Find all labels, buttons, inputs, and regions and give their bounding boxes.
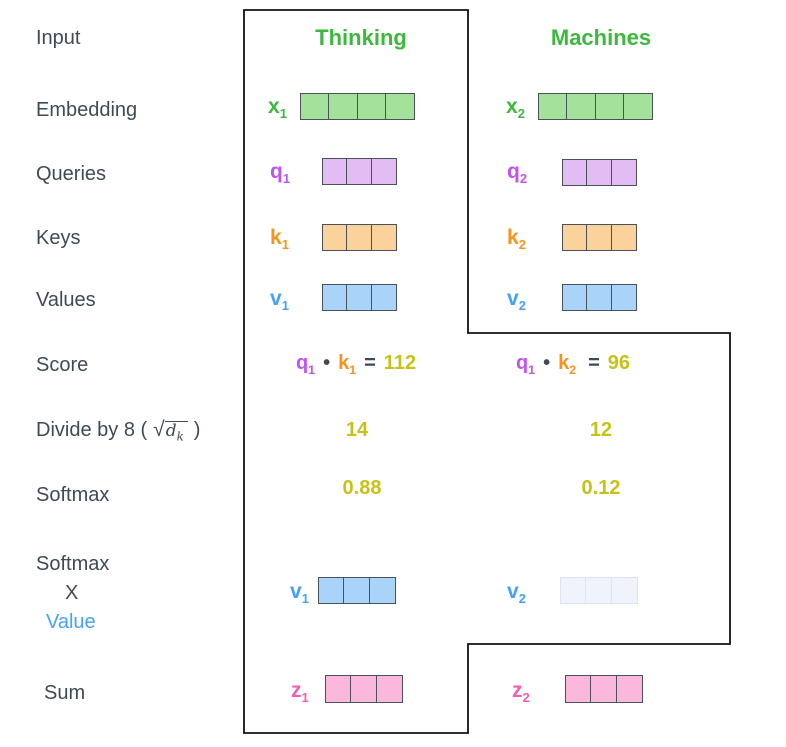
label-softmax-x-value: Softmax X Value xyxy=(36,550,109,637)
softmax-x-value-v1-vector xyxy=(318,577,396,604)
outline-polygon xyxy=(243,9,731,734)
k2-key-vector xyxy=(562,224,637,251)
column-header-machines: Machines xyxy=(550,25,652,50)
label-sum: Sum xyxy=(44,682,86,704)
dk-math: dk xyxy=(164,421,188,444)
label-score: Score xyxy=(36,354,89,376)
dot-operator-icon: • xyxy=(323,352,331,374)
v1-value-vector xyxy=(322,284,397,311)
q2-query-vector xyxy=(562,159,637,186)
v2-label: v2 xyxy=(507,287,526,314)
score-thinking: q1 • k1 = 112 xyxy=(296,352,416,377)
q1-query-vector xyxy=(322,158,397,185)
label-keys: Keys xyxy=(36,227,81,249)
z1-sum-vector xyxy=(325,675,403,703)
softmax-x-value-v2-vector-faded xyxy=(560,577,638,604)
score2-q: q1 xyxy=(515,352,536,377)
divide-value-machines: 12 xyxy=(589,419,613,441)
softmax-x-line1: Softmax xyxy=(36,553,110,575)
x1-label: x1 xyxy=(268,95,287,122)
divide-suffix: ) xyxy=(193,419,201,441)
softmax-x-line3: Value xyxy=(46,611,96,633)
z2-sum-vector xyxy=(565,675,643,703)
column-header-thinking: Thinking xyxy=(315,25,407,50)
x2-embedding-vector xyxy=(538,93,654,120)
softmax-x-line2: X xyxy=(65,582,79,604)
label-queries: Queries xyxy=(36,163,107,185)
softmax-x-value-v2-label: v2 xyxy=(507,580,526,607)
v2-value-vector xyxy=(562,284,637,311)
divide-prefix: Divide by 8 ( xyxy=(36,419,148,441)
x1-embedding-vector xyxy=(300,93,416,120)
label-divide-by-8: Divide by 8 (√dk) xyxy=(36,417,200,443)
softmax-x-value-v1-label: v1 xyxy=(290,580,309,607)
label-softmax: Softmax xyxy=(36,484,110,506)
score2-k: k2 xyxy=(558,352,577,377)
dk-d: d xyxy=(165,421,177,441)
k1-label: k1 xyxy=(270,226,289,253)
divide-value-thinking: 14 xyxy=(345,419,369,441)
sqrt-icon: √ xyxy=(153,418,165,441)
z2-label: z2 xyxy=(512,679,530,706)
q2-label: q2 xyxy=(507,160,528,187)
dot-operator-icon: • xyxy=(543,352,551,374)
score1-q: q1 xyxy=(295,352,316,377)
dk-sub: k xyxy=(176,429,184,444)
label-input: Input xyxy=(36,27,81,49)
score1-k: k1 xyxy=(338,352,357,377)
score-machines: q1 • k2 = 96 xyxy=(516,352,630,377)
k2-label: k2 xyxy=(507,226,526,253)
z1-label: z1 xyxy=(291,679,309,706)
softmax-value-thinking: 0.88 xyxy=(342,477,382,499)
x2-label: x2 xyxy=(506,95,525,122)
score1-value: 112 xyxy=(383,352,417,374)
label-embedding: Embedding xyxy=(36,99,138,121)
label-values: Values xyxy=(36,289,96,311)
q1-label: q1 xyxy=(270,160,291,187)
v1-label: v1 xyxy=(270,287,289,314)
score2-value: 96 xyxy=(607,352,631,374)
softmax-value-machines: 0.12 xyxy=(581,477,621,499)
score2-equals: = xyxy=(588,352,600,374)
k1-key-vector xyxy=(322,224,397,251)
score1-equals: = xyxy=(364,352,376,374)
